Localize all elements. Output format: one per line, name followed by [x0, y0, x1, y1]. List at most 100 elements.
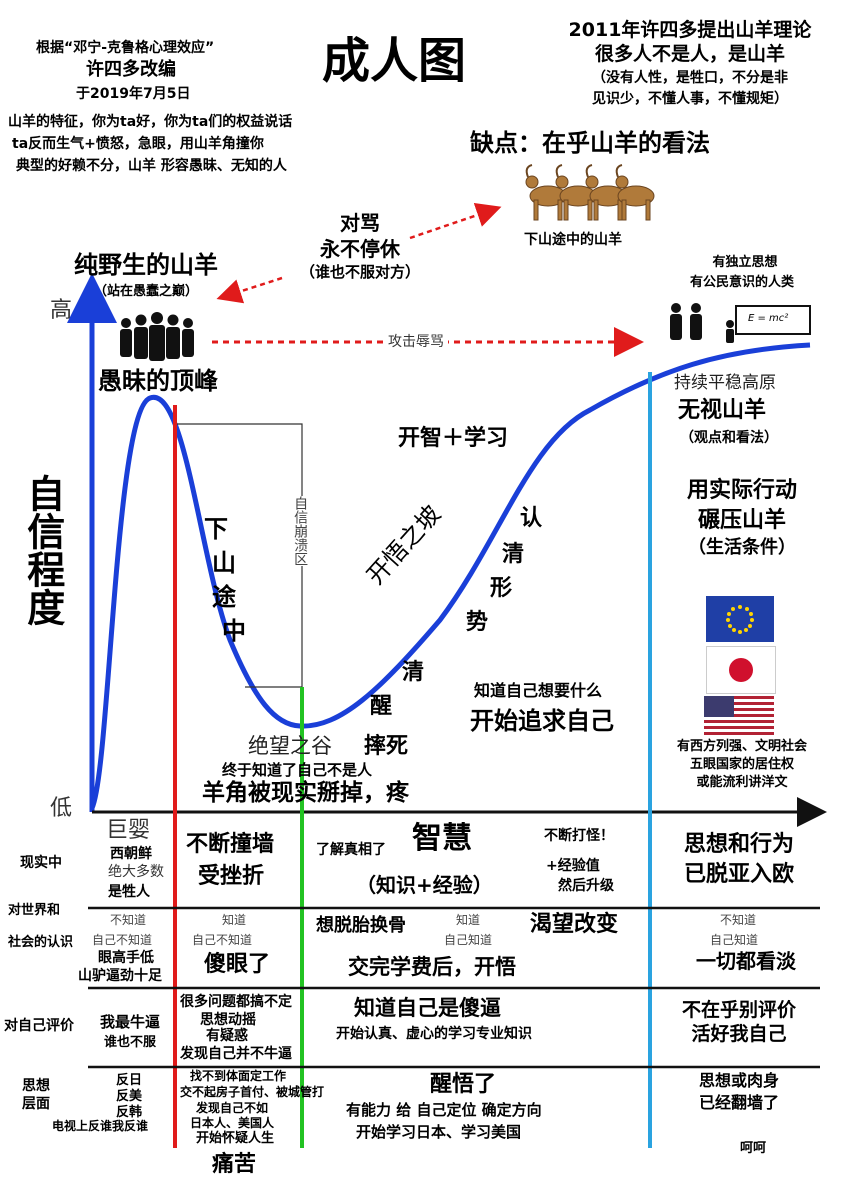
see-clearly-3: 形: [490, 576, 513, 601]
crush-line-2: 碾压山羊: [697, 508, 786, 533]
theory-note-2: 见识少，不懂人事，不懂规矩）: [592, 91, 788, 107]
de-asia-text-2: 已脱亚入欧: [683, 862, 794, 887]
de-asia-text-1: 思想和行为: [683, 832, 794, 857]
level-up-text: 然后升级: [558, 878, 614, 894]
fight-monster-text: 不断打怪！: [544, 828, 614, 844]
trait-line-3: 典型的好赖不分，山羊 形容愚昧、无知的人: [16, 158, 287, 174]
c4-thought-1: 思想或肉身: [698, 1071, 779, 1090]
c4-world-small-2: 自己知道: [710, 933, 759, 947]
c3-world-small-2: 自己知道: [444, 933, 493, 947]
dumbfounded-text: 傻眼了: [204, 952, 271, 977]
trait-line-2: ta反而生气+愤怒，急眼，用山羊角撞你: [12, 136, 264, 152]
rebirth-text: 想脱胎换骨: [316, 915, 406, 936]
editor-line: 许四多改编: [86, 59, 176, 80]
crush-line-3: （生活条件）: [688, 537, 796, 558]
hit-wall-text: 不断撞墙: [186, 832, 275, 857]
source-line: 根据“邓宁-克鲁格心理效应”: [36, 40, 215, 56]
sober-1: 清: [402, 660, 425, 685]
independent-line-2: 有公民意识的人类: [689, 275, 794, 290]
c2-thought-3: 发现自己不如: [196, 1101, 269, 1115]
c2-world-small-1: 知道: [222, 913, 247, 927]
usa-flag-icon: [704, 696, 774, 736]
c4-world-small-1: 不知道: [720, 913, 757, 927]
anti-japan-text: 反日: [116, 1073, 143, 1088]
want-label: 知道自己想要什么: [474, 681, 603, 700]
wild-goat-sub: （站在愚蠢之巅）: [94, 284, 199, 299]
row-label-reality: 现实中: [20, 855, 62, 871]
west-korea-text: 西朝鲜: [110, 846, 152, 862]
c1-world-small-2: 自己不知道: [92, 933, 153, 947]
c1-self-2: 谁也不服: [104, 1035, 157, 1050]
wild-goat-label: 纯野生的山羊: [74, 251, 218, 279]
downhill-4: 中: [222, 617, 246, 645]
quarrel-line-3: （谁也不服对方）: [299, 263, 420, 281]
c1-world-small-1: 不知道: [110, 913, 147, 927]
goats-caption: 下山途中的山羊: [524, 232, 622, 248]
formula-text: E = mc²: [748, 313, 789, 324]
collapse-zone-outline: [175, 423, 303, 730]
y-axis-label: 自信程度: [20, 474, 65, 626]
c2-self-4: 发现自己并不牛逼: [180, 1046, 292, 1062]
haha-text: 呵呵: [740, 1141, 767, 1156]
collapse-zone-label: 自信崩溃区: [292, 496, 309, 566]
wisdom-learn-label: 开智＋学习: [398, 426, 509, 451]
axis-low-label: 低: [50, 796, 73, 821]
ignore-goats-sub: （观点和看法）: [680, 430, 778, 446]
c4-self-2: 活好我自己: [691, 1023, 787, 1045]
sober-2: 醒: [370, 694, 393, 719]
c3-world-small-1: 知道: [456, 913, 481, 927]
flaw-text: 缺点：在乎山羊的看法: [470, 129, 710, 157]
see-clearly-4: 势: [466, 610, 489, 635]
west-line-3: 或能流利讲洋文: [696, 775, 788, 790]
giant-baby-text: 巨婴: [106, 818, 151, 843]
majority-text: 绝大多数: [108, 864, 164, 880]
japan-flag-icon: [706, 646, 776, 694]
row-label-thought-2: 层面: [22, 1096, 50, 1112]
theory-note-1: （没有人性，是牲口，不分是非: [592, 70, 788, 86]
knowledge-exp-text: （知识+经验）: [356, 873, 493, 897]
pain-text: 痛苦: [212, 1152, 257, 1177]
row-label-self: 对自己评价: [4, 1018, 74, 1034]
downhill-2: 山: [212, 549, 236, 577]
row-label-thought-1: 思想: [22, 1078, 50, 1094]
pursue-label: 开始追求自己: [470, 707, 614, 735]
crowd-icon: [120, 312, 194, 361]
west-line-2: 五眼国家的居住权: [689, 757, 794, 772]
see-clearly-1: 认: [520, 506, 543, 531]
tuition-text: 交完学费后，开悟: [348, 955, 516, 979]
tv-against-text: 电视上反谁我反谁: [52, 1119, 149, 1133]
crush-line-1: 用实际行动: [686, 478, 797, 503]
livestock-text: 是牲人: [108, 884, 150, 900]
downhill-1: 下: [204, 515, 228, 543]
confidence-curve: [89, 342, 811, 810]
quarrel-line-2: 永不停休: [320, 237, 400, 261]
know-truth-text: 了解真相了: [316, 842, 386, 858]
c4-thought-2: 已经翻墙了: [698, 1093, 779, 1112]
ignore-goats-label: 无视山羊: [678, 398, 767, 423]
c2-thought-2: 交不起房子首付、被城管打: [180, 1085, 325, 1099]
independent-line-1: 有独立思想: [712, 255, 778, 270]
quarrel-arrow-right: [409, 203, 502, 240]
west-line-1: 有西方列强、文明社会: [676, 739, 807, 754]
axis-high-label: 高: [50, 298, 73, 323]
wisdom-text: 智慧: [412, 821, 472, 856]
plateau-label: 持续平稳高原: [674, 373, 776, 393]
quarrel-title: 对骂: [340, 211, 380, 235]
thinkers-icon: [670, 303, 811, 343]
row-label-world-1: 对世界和: [8, 903, 61, 918]
fall-label: 摔死: [364, 734, 409, 759]
valley-label: 绝望之谷: [248, 734, 332, 758]
quarrel-arrow-left: [216, 276, 283, 304]
awakened-text: 醒悟了: [430, 1072, 497, 1097]
c3-thought-sub-1: 有能力 给 自己定位 确定方向: [346, 1101, 542, 1119]
anti-korea-text: 反韩: [116, 1105, 143, 1120]
attack-label: 攻击辱骂: [384, 334, 448, 351]
theory-title: 2011年许四多提出山羊理论: [568, 19, 812, 41]
c1-world-2: 山驴逼劲十足: [78, 968, 162, 984]
anti-us-text: 反美: [116, 1089, 143, 1104]
c1-self-1: 我最牛逼: [100, 1013, 161, 1031]
c2-self-3: 有疑惑: [206, 1028, 248, 1044]
c2-world-small-2: 自己不知道: [192, 933, 253, 947]
c4-self-1: 不在乎别评价: [681, 999, 796, 1021]
c2-thought-5: 开始怀疑人生: [196, 1131, 275, 1146]
